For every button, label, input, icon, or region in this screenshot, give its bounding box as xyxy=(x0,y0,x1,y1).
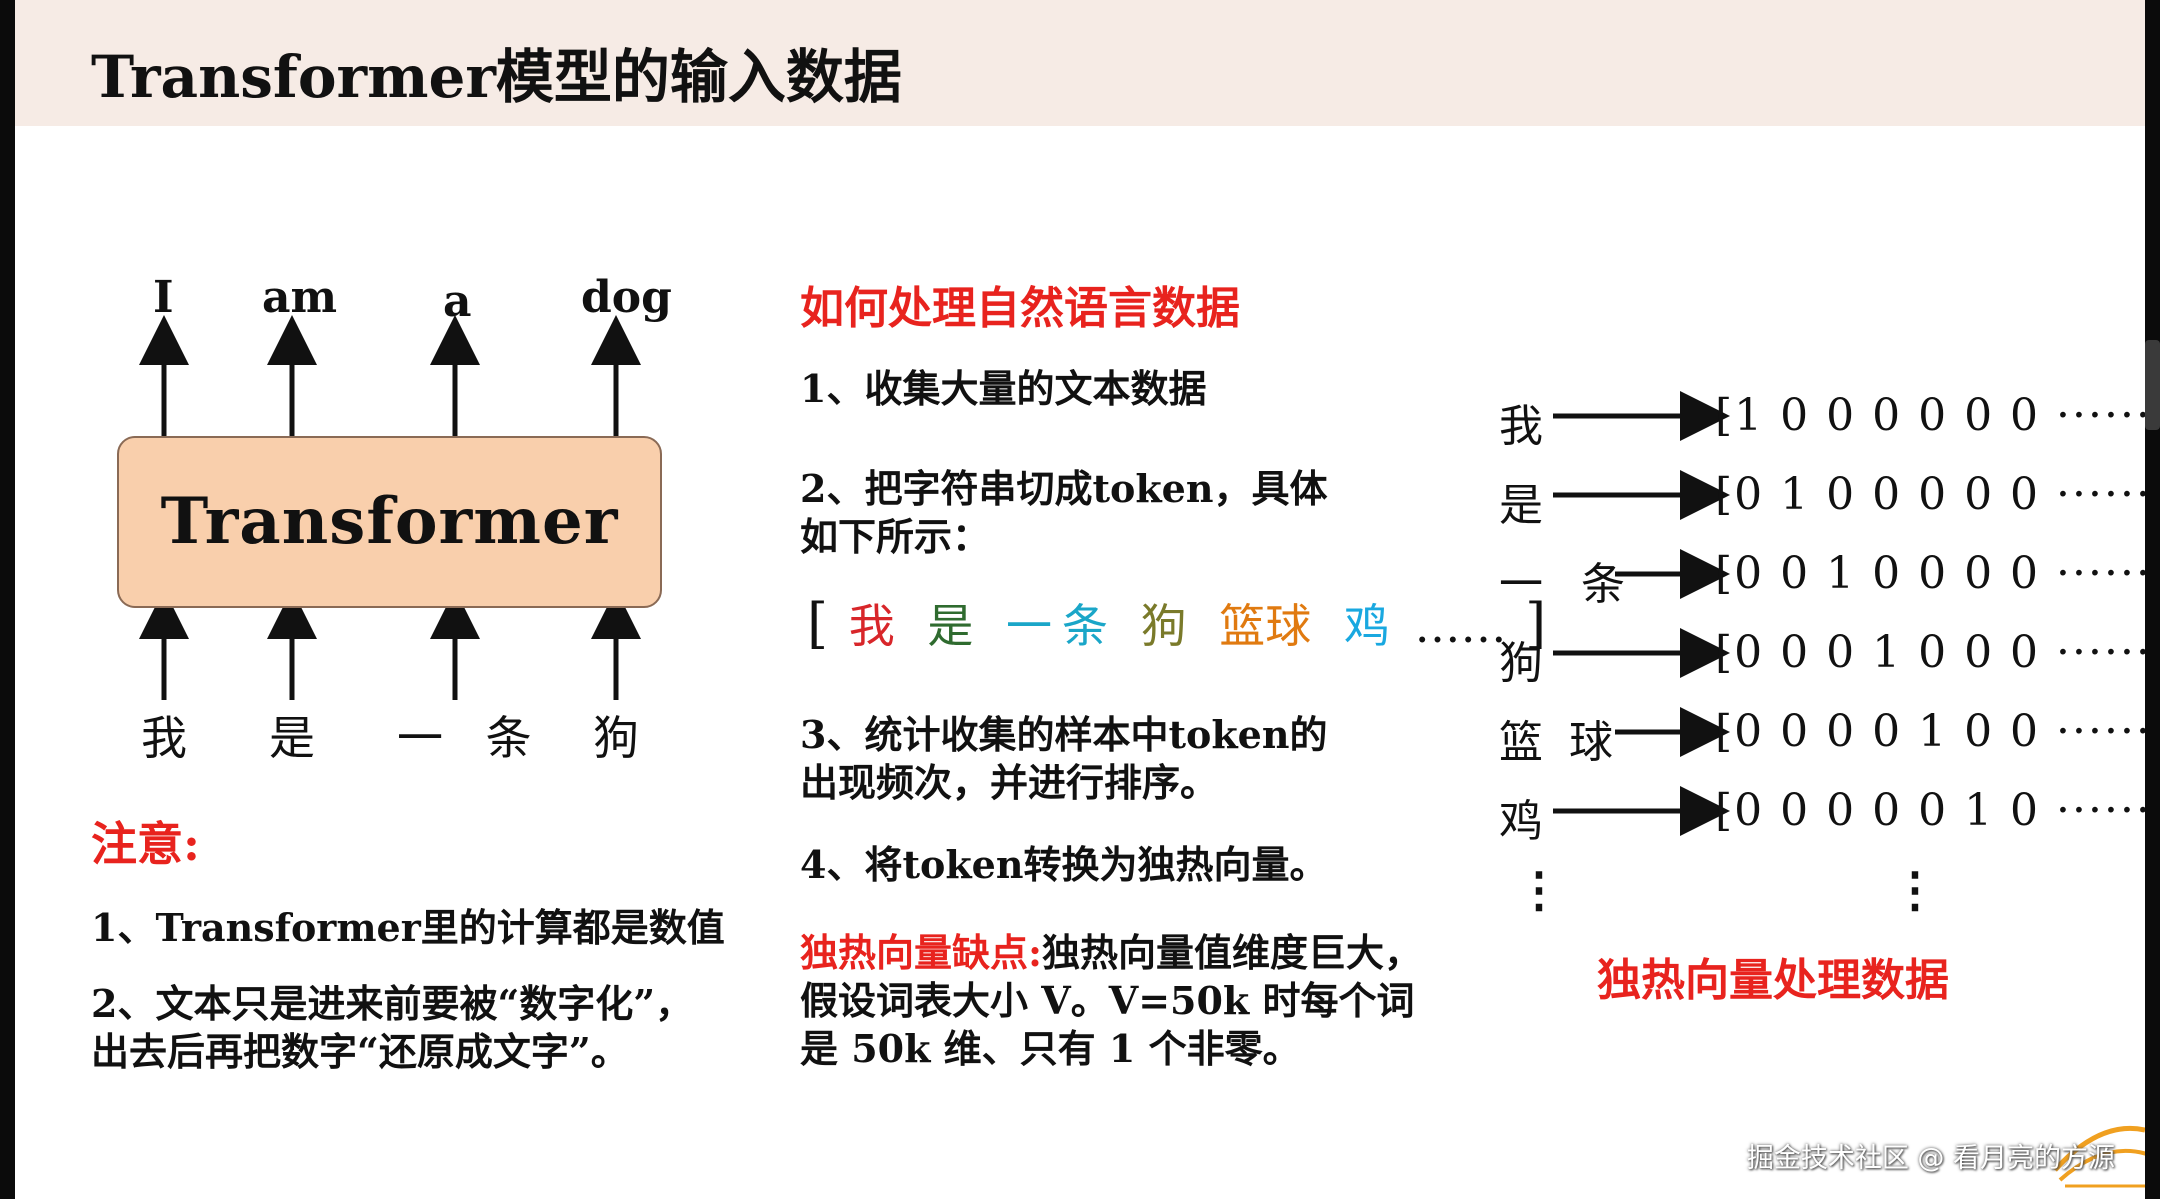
onehot-dots-right: ⋮ xyxy=(1891,862,1939,918)
input-char-4: 狗 xyxy=(593,711,639,765)
scrollbar[interactable] xyxy=(2145,340,2160,430)
output-word-2: am xyxy=(262,272,338,323)
token-shi: 是 xyxy=(927,599,974,653)
onehot-arrows xyxy=(1553,391,1730,836)
token-close-bracket: ] xyxy=(1525,592,1547,655)
output-arrows xyxy=(139,315,641,436)
diagram-arrows xyxy=(139,315,1730,836)
onehot-vector-1: [1 0 0 0 0 0 0 ······] xyxy=(1715,390,2145,441)
slide-title: Transformer模型的输入数据 xyxy=(91,43,902,111)
output-word-1: I xyxy=(153,272,174,323)
onehot-vector-3: [0 0 1 0 0 0 0 ······] xyxy=(1715,548,2145,599)
onehot-vector-6: [0 0 0 0 0 1 0 ······] xyxy=(1715,785,2145,836)
token-ellipsis: …… xyxy=(1414,599,1507,653)
input-char-2: 是 xyxy=(269,711,315,765)
input-char-1: 我 xyxy=(141,711,187,765)
onehot-vector-2: [0 1 0 0 0 0 0 ······] xyxy=(1715,469,2145,520)
step-4: 4、将token转换为独热向量。 xyxy=(800,842,1328,887)
input-arrows xyxy=(139,589,641,700)
header-bar: Transformer模型的输入数据 xyxy=(15,0,2145,126)
onehot-dots-left: ⋮ xyxy=(1515,862,1563,918)
token-gou: 狗 xyxy=(1140,599,1187,653)
note-heading: 注意: xyxy=(91,817,200,871)
output-word-4: dog xyxy=(581,272,672,323)
step-2b: 如下所示： xyxy=(800,514,991,559)
pao-logo-icon xyxy=(2053,1125,2145,1188)
transformer-box: Transformer xyxy=(117,436,662,608)
onehot-vector-5: [0 0 0 0 1 0 0 ······] xyxy=(1715,706,2145,757)
onehot-label-6: 鸡 xyxy=(1499,796,1543,847)
onehot-caption: 独热向量处理数据 xyxy=(1597,955,1949,1006)
transformer-box-label: Transformer xyxy=(160,484,619,559)
step-1: 1、收集大量的文本数据 xyxy=(800,366,1207,411)
onehot-label-1: 我 xyxy=(1499,401,1543,452)
watermark: 掘金技术社区 @ 看月亮的方源 xyxy=(1746,1143,2115,1174)
token-lanqiu: 篮球 xyxy=(1219,599,1312,653)
drawback-label: 独热向量缺点: xyxy=(800,930,1043,975)
onehot-label-4: 狗 xyxy=(1499,638,1543,689)
step-2a: 2、把字符串切成token，具体 xyxy=(800,466,1328,511)
drawback-line-2: 假设词表大小 V。V=50k 时每个词 xyxy=(800,978,1415,1023)
output-word-3: a xyxy=(443,276,472,327)
token-list: [ 我 是 一条 狗 篮球 鸡 …… ] xyxy=(807,590,1546,656)
drawback-line-3: 是 50k 维、只有 1 个非零。 xyxy=(800,1026,1301,1071)
note-line-2b: 出去后再把数字“还原成文字”。 xyxy=(91,1029,629,1074)
drawback-text: 独热向量值维度巨大， xyxy=(1042,930,1423,975)
drawback-line-1: 独热向量缺点:独热向量值维度巨大， xyxy=(800,922,1422,977)
onehot-label-3: 一 条 xyxy=(1499,559,1637,610)
step-3a: 3、统计收集的样本中token的 xyxy=(800,712,1328,757)
onehot-vector-4: [0 0 0 1 0 0 0 ······] xyxy=(1715,627,2145,678)
slide: Transformer模型的输入数据 xyxy=(15,0,2145,1199)
onehot-label-2: 是 xyxy=(1499,480,1543,531)
token-wo: 我 xyxy=(848,599,895,653)
token-ji: 鸡 xyxy=(1343,599,1390,653)
middle-heading: 如何处理自然语言数据 xyxy=(800,283,1240,334)
onehot-label-5: 篮 球 xyxy=(1499,717,1619,768)
step-3b: 出现频次，并进行排序。 xyxy=(800,760,1219,805)
token-open-bracket: [ xyxy=(807,592,829,655)
token-yitiao: 一条 xyxy=(1005,599,1118,653)
note-line-2a: 2、文本只是进来前要被“数字化”， xyxy=(91,981,694,1026)
note-line-1: 1、Transformer里的计算都是数值 xyxy=(91,905,725,950)
input-char-3: 一 条 xyxy=(397,711,546,765)
